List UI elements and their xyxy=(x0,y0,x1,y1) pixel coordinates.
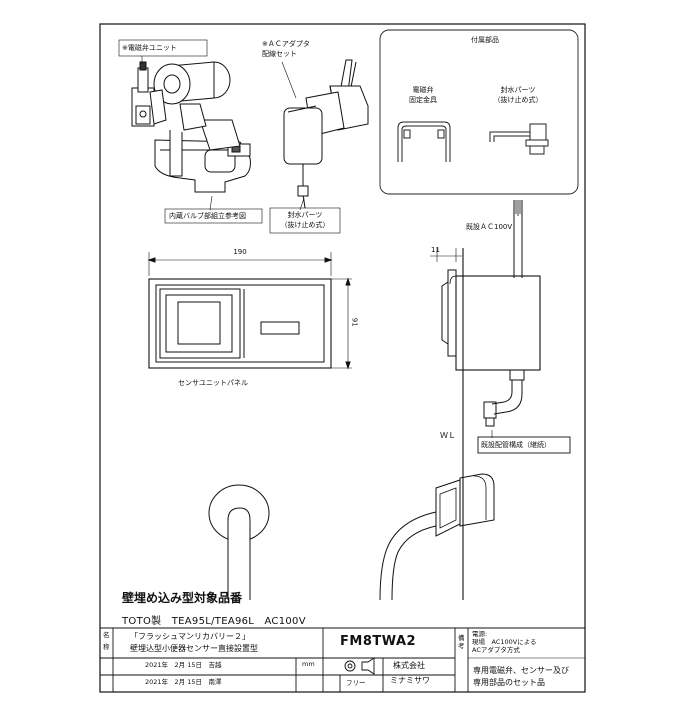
pipe-label: 既設配管構成（継続） xyxy=(481,441,551,449)
callout-solenoid-unit: ※電磁弁ユニット xyxy=(122,44,177,52)
bracket-drawing xyxy=(397,121,451,162)
seal-label-line2: （抜け止め式） xyxy=(493,96,543,104)
depth-dimension: 11 xyxy=(431,246,440,254)
scale-label: フリー xyxy=(346,679,366,687)
company-line2: ミナミサワ xyxy=(390,676,430,685)
sheet-border xyxy=(99,23,586,693)
callout-ac-adapter-line2: 配線セット xyxy=(262,50,297,58)
sensor-panel-drawing xyxy=(147,252,352,370)
supply-label: 既設ＡＣ100V xyxy=(466,223,513,231)
wl-label: ＷＬ xyxy=(440,431,456,440)
power-line2: ACアダプタ方式 xyxy=(472,646,520,654)
accessories-box xyxy=(379,29,579,195)
seal-label-line1: 封水パーツ xyxy=(500,86,536,94)
power-title: 電源: xyxy=(472,630,488,638)
title-block xyxy=(100,627,585,692)
description-line2: 専用部品のセット品 xyxy=(473,678,545,687)
callout-valve-reference: 内蔵バルブ部組立参考図 xyxy=(169,212,246,220)
product-name-line2: 壁埋込型小便器センサー直接設置型 xyxy=(130,644,258,653)
models-line: TOTO製 TEA95L/TEA96L AC100V xyxy=(122,616,306,627)
product-code: FM8TWA2 xyxy=(340,634,417,649)
bracket-label-line2: 固定金具 xyxy=(409,96,437,104)
panel-width-dimension: 190 xyxy=(233,248,247,256)
valve-assembly-drawing xyxy=(131,61,251,193)
models-title: 壁埋め込み型対象品番 xyxy=(122,591,243,605)
panel-height-dimension: 91 xyxy=(350,317,359,327)
ac-adapter-drawing xyxy=(283,59,369,209)
product-name-line1: 「フラッシュマンリカバリー２」 xyxy=(130,632,250,641)
callout-ac-adapter-line1: ※ＡＣアダプタ xyxy=(262,40,310,48)
callout-water-stop-line1: 封水パーツ xyxy=(287,211,323,219)
date-checked: 2021年 2月 15日 南澤 xyxy=(145,678,222,686)
callout-leaders xyxy=(118,39,341,234)
unit-label: mm xyxy=(302,660,315,668)
name-label-2: 称 xyxy=(103,643,110,651)
notes-label: 備考 xyxy=(458,634,465,651)
seal-part-drawing xyxy=(489,123,549,155)
callout-water-stop-line2: （抜け止め式） xyxy=(280,221,330,229)
description-line1: 専用電磁弁、センサー及び xyxy=(473,666,569,675)
side-view-drawing xyxy=(379,200,571,601)
company-line1: 株式会社 xyxy=(393,661,425,670)
bracket-label-line1: 電磁弁 xyxy=(412,86,434,94)
panel-label: センサユニットパネル xyxy=(178,379,248,387)
power-line1: 現場 AC100Vによる xyxy=(472,638,537,646)
accessories-title: 付属部品 xyxy=(471,36,499,44)
date-designed: 2021年 2月 15日 吉越 xyxy=(145,661,222,669)
spud-drawing xyxy=(208,484,270,600)
name-label-1: 名 xyxy=(103,631,110,639)
